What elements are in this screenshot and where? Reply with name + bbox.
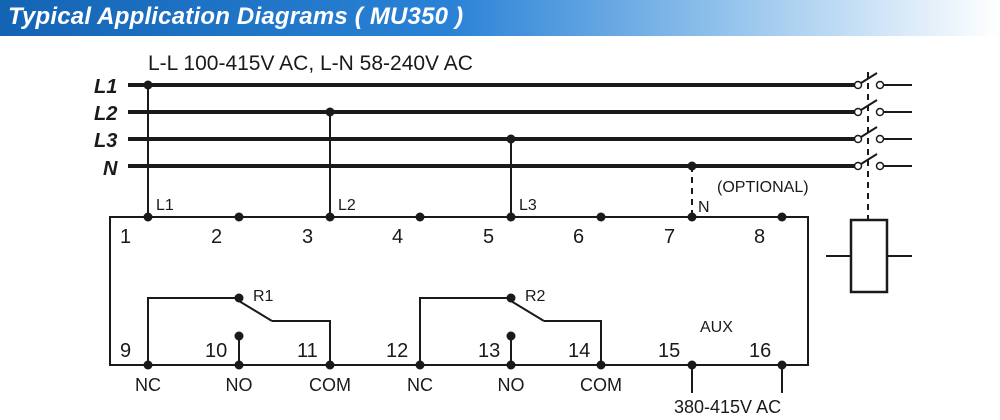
contact-label-no-1: NO (226, 375, 253, 395)
line-drops (143, 80, 697, 217)
breaker-coil (826, 218, 912, 294)
terminal-number-9: 9 (120, 340, 131, 362)
terminal-number-6: 6 (573, 226, 584, 248)
page-title: Typical Application Diagrams ( MU350 ) (8, 3, 464, 30)
line-label-n: N (103, 158, 118, 180)
bottom-terminal-dots (143, 360, 787, 370)
circuit-breaker (853, 72, 912, 220)
line-label-l2: L2 (94, 103, 117, 125)
terminal-number-14: 14 (568, 340, 590, 362)
terminal-number-13: 13 (478, 340, 500, 362)
supply-spec-label: L-L 100-415V AC, L-N 58-240V AC (148, 52, 473, 75)
contact-label-com-2: COM (580, 375, 622, 395)
aux-supply-label: 380-415V AC (674, 397, 781, 417)
header-bar: Typical Application Diagrams ( MU350 ) (0, 0, 1000, 36)
line-label-l1: L1 (94, 76, 117, 98)
aux-label: AUX (700, 319, 733, 336)
contact-label-nc-2: NC (407, 375, 433, 395)
terminal-number-10: 10 (205, 340, 227, 362)
relay-r1-label: R1 (253, 288, 274, 305)
contact-label-com-1: COM (309, 375, 351, 395)
meter-body (109, 216, 809, 366)
aux-supply-leads (691, 365, 783, 393)
terminal-number-7: 7 (664, 226, 675, 248)
drop-label-l2: L2 (338, 197, 356, 214)
terminal-number-5: 5 (483, 226, 494, 248)
terminal-number-16: 16 (749, 340, 771, 362)
contact-label-nc-1: NC (135, 375, 161, 395)
relay-r1-contacts (147, 293, 331, 365)
terminal-number-11: 11 (297, 340, 318, 362)
drop-label-l1: L1 (156, 197, 174, 214)
terminal-number-2: 2 (211, 226, 222, 248)
terminal-number-1: 1 (120, 226, 131, 248)
terminal-number-15: 15 (658, 340, 680, 362)
top-terminal-dots (143, 212, 787, 222)
terminal-number-8: 8 (754, 226, 765, 248)
terminal-number-12: 12 (386, 340, 408, 362)
drop-label-l3: L3 (519, 197, 537, 214)
drop-label-n: N (698, 199, 710, 216)
line-label-l3: L3 (94, 130, 117, 152)
relay-r2-contacts (419, 293, 602, 365)
contact-label-no-2: NO (498, 375, 525, 395)
optional-label: (OPTIONAL) (717, 179, 809, 196)
relay-r2-label: R2 (525, 288, 546, 305)
terminal-number-4: 4 (392, 226, 403, 248)
terminal-number-3: 3 (302, 226, 313, 248)
